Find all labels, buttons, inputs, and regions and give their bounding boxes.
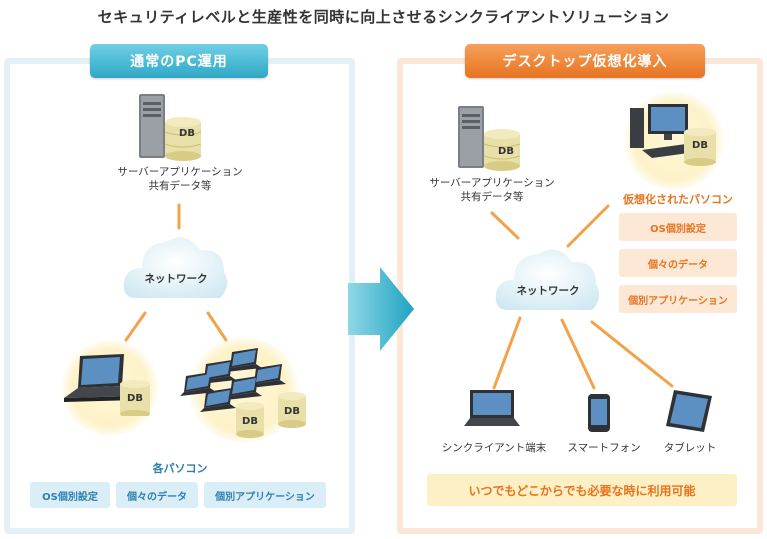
server-label-line2: 共有データ等 <box>148 180 212 192</box>
link-network-virtual-right <box>566 204 610 248</box>
link-network-pcs-left <box>206 311 228 342</box>
link-network-smartphone <box>560 318 596 390</box>
server-label-line2: 共有データ等 <box>460 191 524 203</box>
thin-client-icon <box>464 390 520 426</box>
db-label: DB <box>127 393 143 404</box>
link-server-network-right <box>490 211 520 240</box>
left-panel-header: 通常のPC運用 <box>90 44 268 78</box>
db-icon <box>236 402 264 438</box>
tablet-icon <box>666 390 712 432</box>
cloud-icon <box>495 249 600 310</box>
network-label: ネットワーク <box>144 273 208 285</box>
db-label: DB <box>284 406 300 417</box>
device-label-tablet: タブレット <box>663 442 717 454</box>
tag-individual-apps: 個別アプリケーション <box>619 285 737 313</box>
right-panel-header: デスクトップ仮想化導入 <box>465 44 705 78</box>
pcs-label: 各パソコン <box>152 462 208 475</box>
multiple-pcs-icon <box>180 348 306 438</box>
server-label-line1: サーバーアプリケーション <box>117 166 243 178</box>
server-icon <box>458 106 521 171</box>
db-icon <box>278 392 306 428</box>
db-label: DB <box>692 140 708 151</box>
virtual-pc-label: 仮想化されたパソコン <box>623 193 733 206</box>
server-label-line1: サーバーアプリケーション <box>429 177 555 189</box>
page-title: セキュリティレベルと生産性を同時に向上させるシンクライアントソリューション <box>97 8 670 26</box>
smartphone-icon <box>588 394 610 432</box>
db-icon <box>164 117 202 161</box>
availability-banner: いつでもどこからでも必要な時に利用可能 <box>427 474 737 506</box>
transition-arrow <box>348 267 414 351</box>
tag-individual-apps: 個別アプリケーション <box>204 482 326 508</box>
db-icon <box>483 129 521 171</box>
db-label: DB <box>242 416 258 427</box>
link-network-laptop-left <box>124 311 147 342</box>
laptop-icon <box>64 354 150 416</box>
cloud-icon <box>123 237 228 298</box>
link-network-tablet <box>590 320 674 388</box>
db-label: DB <box>498 146 514 157</box>
device-label-smartphone: スマートフォン <box>567 442 641 454</box>
tag-individual-data: 個々のデータ <box>116 482 198 508</box>
tag-os-settings: OS個別設定 <box>30 482 110 508</box>
db-icon <box>120 380 150 416</box>
device-label-thin-client: シンクライアント端末 <box>441 442 547 454</box>
db-icon <box>684 128 716 166</box>
network-label: ネットワーク <box>516 285 580 297</box>
db-label: DB <box>179 128 195 139</box>
link-network-thinclient <box>492 316 522 390</box>
server-icon <box>139 94 202 161</box>
tag-os-settings: OS個別設定 <box>619 213 737 241</box>
desktop-pc-icon <box>630 104 716 166</box>
tag-individual-data: 個々のデータ <box>619 249 737 277</box>
